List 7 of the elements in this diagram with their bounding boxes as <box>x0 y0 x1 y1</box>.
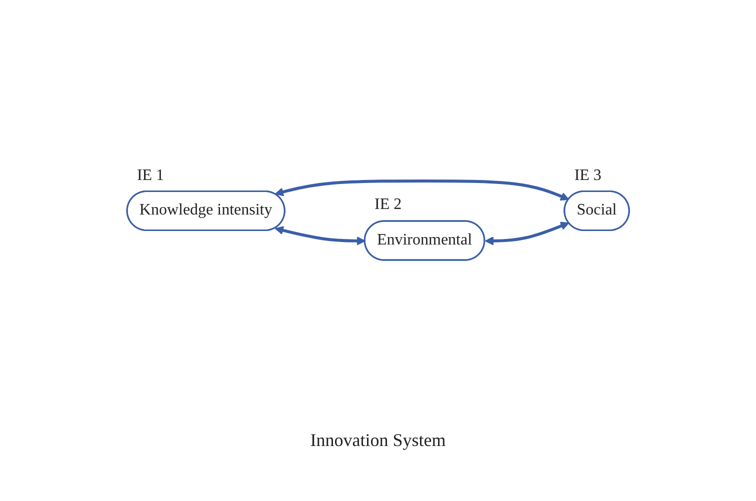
node-caption: IE 3 <box>574 166 602 185</box>
diagram-label: Innovation System <box>310 430 446 451</box>
arrow <box>274 179 570 200</box>
node-caption: IE 1 <box>136 166 164 185</box>
arrow <box>484 221 570 245</box>
node-caption: IE 2 <box>374 196 402 214</box>
arrow <box>274 226 366 245</box>
